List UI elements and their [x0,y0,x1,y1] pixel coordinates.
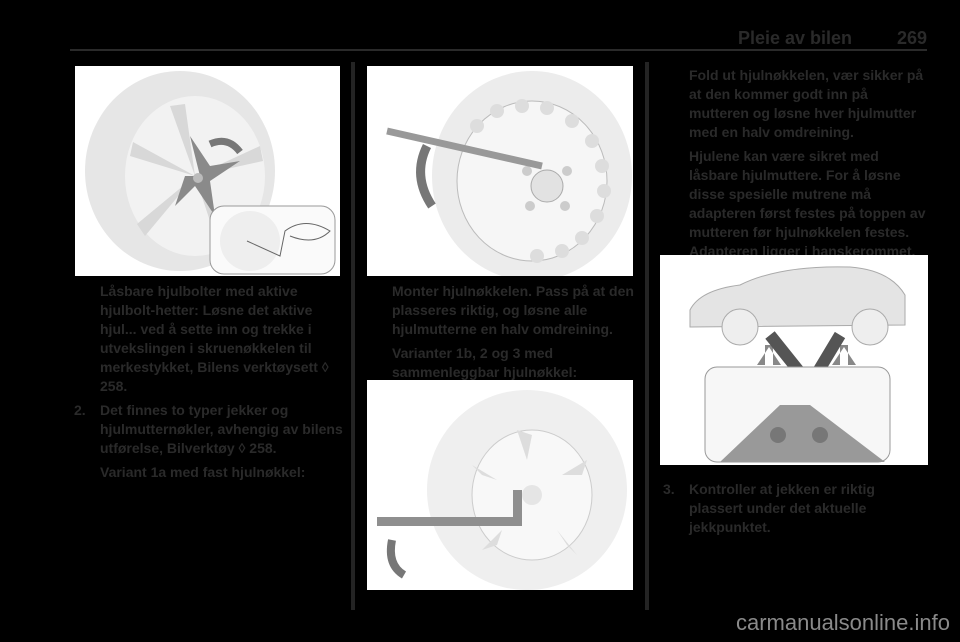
step-2: 2. Det finnes to typer jekker og hjulmut… [74,401,345,458]
step-text: Kontroller at jekken er riktig plassert … [689,481,875,535]
figure-car-jacking-points [660,255,928,465]
locking-nuts-paragraph: Hjulene kan være sikret med låsbare hjul… [689,148,926,259]
page-number: 269 [896,28,927,48]
watermark: carmanualsonline.info [735,610,950,635]
column-1-text: Låsbare hjulbolter med aktive hjulbolt-h… [74,282,345,487]
figure-wrench-steel-wheel [367,66,633,276]
step-text: Det finnes to typer jekker og hjulmutter… [100,402,343,456]
column-3-text-bottom: 3. Kontroller at jekken er riktig plasse… [663,480,929,542]
variant-heading: Variant 1a med fast hjulnøkkel: [100,464,306,480]
column-divider-2 [645,62,649,610]
mount-wrench-paragraph: Monter hjulnøkkelen. Pass på at den plas… [392,283,634,337]
header-rule [70,49,927,51]
step-number: 2. [74,402,86,418]
figure-wheel-cap-tool [75,66,340,276]
variant-heading: Varianter 1b, 2 og 3 med sammenleggbar h… [392,345,578,380]
bolt-cap-paragraph: Låsbare hjulbolter med aktive hjulbolt-h… [100,283,329,394]
section-title: Pleie av bilen [737,28,852,48]
step-3: 3. Kontroller at jekken er riktig plasse… [663,480,929,537]
figure-foldable-wrench [367,380,633,590]
unfold-wrench-paragraph: Fold ut hjulnøkkelen, vær sikker på at d… [689,67,924,140]
column-3-text-top: Fold ut hjulnøkkelen, vær sikker på at d… [689,66,929,266]
column-divider-1 [351,62,355,610]
page-header: Pleie av bilen 269 [70,0,927,52]
step-number: 3. [663,481,675,497]
column-2-text: Monter hjulnøkkelen. Pass på at den plas… [392,282,637,387]
